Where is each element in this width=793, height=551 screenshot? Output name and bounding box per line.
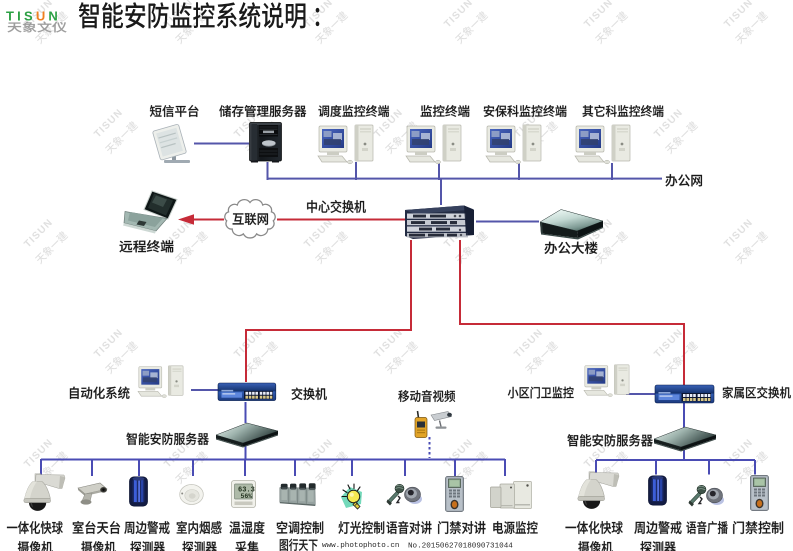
svg-text:TISUN: TISUN <box>6 9 61 24</box>
svg-text:No.20150627018090731044: No.20150627018090731044 <box>408 543 513 551</box>
svg-text:www.photophoto.cn: www.photophoto.cn <box>322 542 399 550</box>
